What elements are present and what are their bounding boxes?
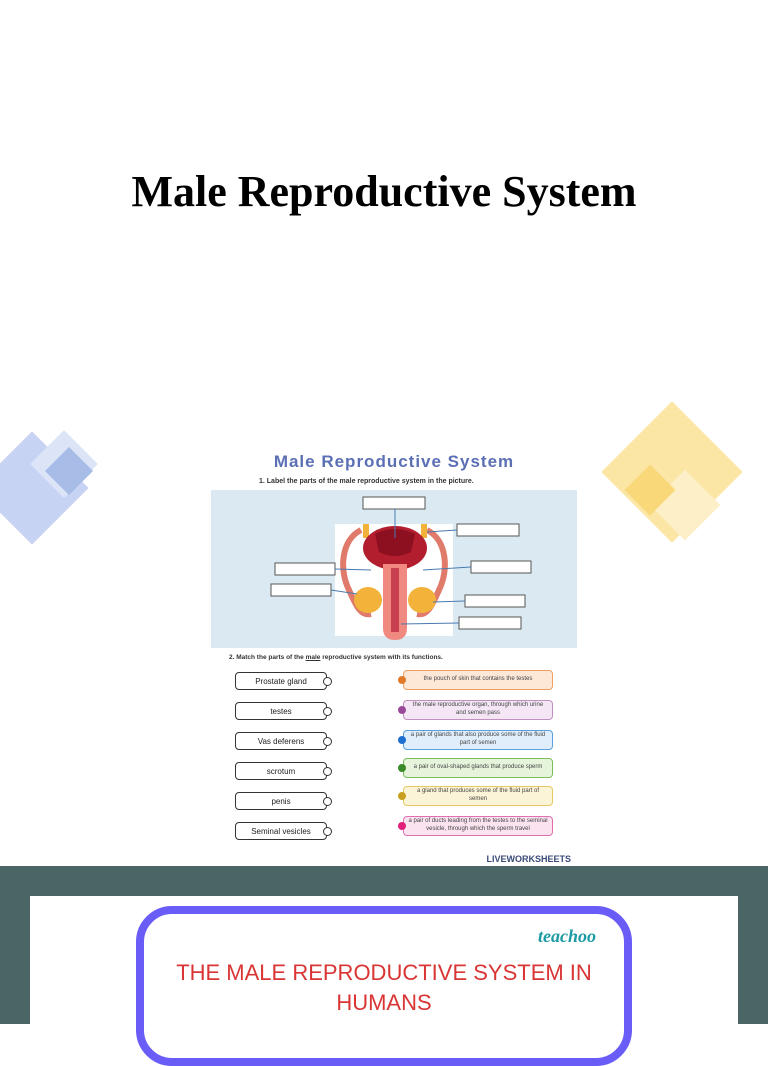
connector-dot[interactable] — [398, 706, 406, 714]
function-text: a gland that produces some of the fluid … — [416, 788, 540, 802]
function-text: the male reproductive organ, through whi… — [412, 702, 544, 716]
question-2-suffix: reproductive system with its functions. — [320, 654, 443, 661]
worksheet-title: Male Reproductive System — [273, 452, 515, 471]
connector-knob[interactable] — [323, 677, 332, 686]
liveworksheets-brand: LIVEWORKSHEETS — [486, 854, 571, 864]
part-label-box[interactable]: Vas deferens — [235, 732, 332, 750]
worksheet-image: Male Reproductive System 1. Label the pa… — [211, 438, 577, 866]
function-box[interactable]: the male reproductive organ, through whi… — [398, 700, 553, 720]
function-box[interactable]: a pair of oval-shaped glands that produc… — [398, 758, 553, 778]
function-box[interactable]: the pouch of skin that contains the test… — [398, 670, 553, 690]
part-label-box[interactable]: Seminal vesicles — [235, 822, 332, 840]
connector-dot[interactable] — [398, 736, 406, 744]
worksheet-question-2: 2. Match the parts of the male reproduct… — [229, 654, 443, 661]
part-label-box[interactable]: scrotum — [235, 762, 332, 780]
part-label: testes — [270, 706, 292, 716]
function-text: a pair of glands that also produce some … — [410, 732, 546, 746]
connector-dot[interactable] — [398, 764, 406, 772]
part-label-box[interactable]: Prostate gland — [235, 672, 332, 690]
connector-dot[interactable] — [398, 676, 406, 684]
connector-knob[interactable] — [323, 797, 332, 806]
part-label: penis — [271, 796, 291, 806]
function-box[interactable]: a pair of glands that also produce some … — [398, 730, 553, 750]
function-box[interactable]: a gland that produces some of the fluid … — [398, 786, 553, 806]
function-text: the pouch of skin that contains the test… — [423, 676, 533, 683]
function-text: a pair of oval-shaped glands that produc… — [413, 764, 543, 771]
page-title: Male Reproductive System — [131, 167, 637, 216]
worksheet-question-1: 1. Label the parts of the male reproduct… — [259, 478, 474, 485]
reproductive-diagram-illustration — [270, 496, 532, 640]
question-2-prefix: 2. Match the parts of the — [229, 654, 306, 661]
function-text: a pair of ducts leading from the testes … — [408, 818, 548, 832]
connector-knob[interactable] — [323, 737, 332, 746]
part-label: Prostate gland — [255, 676, 307, 686]
connector-knob[interactable] — [323, 707, 332, 716]
part-label: Seminal vesicles — [251, 826, 311, 836]
connector-knob[interactable] — [323, 827, 332, 836]
part-label: scrotum — [266, 766, 296, 776]
part-label-box[interactable]: testes — [235, 702, 332, 720]
connector-dot[interactable] — [398, 792, 406, 800]
question-2-underlined: male — [305, 654, 321, 661]
connector-knob[interactable] — [323, 767, 332, 776]
reproductive-diagram — [211, 490, 577, 648]
part-label: Vas deferens — [257, 736, 305, 746]
part-label-box[interactable]: penis — [235, 792, 332, 810]
connector-dot[interactable] — [398, 822, 406, 830]
teachoo-title: THE MALE REPRODUCTIVE SYSTEM IN HUMANS — [176, 960, 592, 1015]
function-box[interactable]: a pair of ducts leading from the testes … — [398, 816, 553, 836]
teachoo-logo: teachoo — [538, 926, 596, 946]
